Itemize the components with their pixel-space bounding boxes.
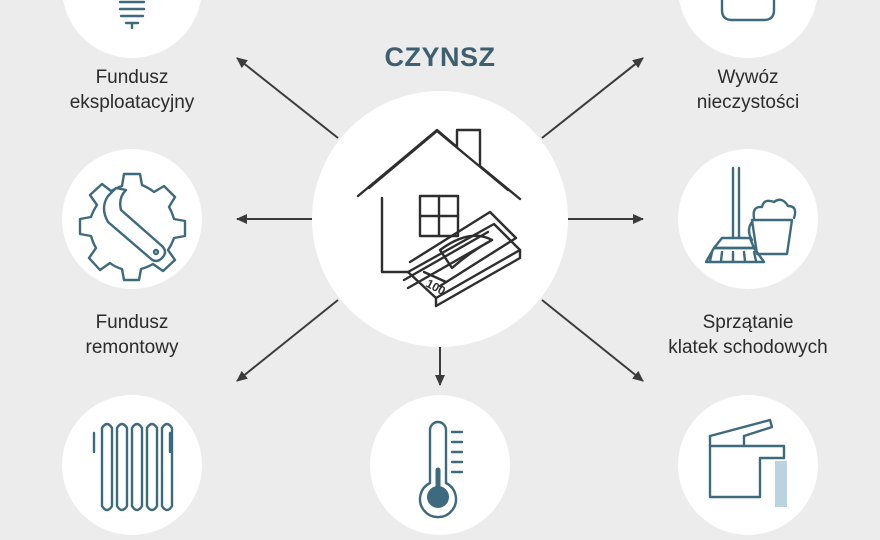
circle-thermometer [370, 395, 510, 535]
circle-broom [678, 149, 818, 289]
lightbulb-icon [118, 0, 146, 30]
label-line: remontowy [85, 337, 179, 358]
circle-trash [679, 0, 817, 58]
arrow-wywoz-nieczystosci [541, 57, 644, 139]
thermometer-icon [418, 420, 464, 519]
water-stream [775, 461, 787, 507]
label-sprzatanie: Sprzątanie klatek schodowych [638, 310, 858, 360]
label-line: klatek schodowych [668, 337, 828, 358]
label-line: nieczystości [696, 92, 800, 113]
arrows [236, 57, 644, 386]
label-fundusz-remontowy: Fundusz remontowy [32, 310, 232, 360]
arrow-ogrzewanie [236, 299, 339, 382]
label-wywoz-nieczystosci: Wywóz nieczystości [648, 65, 848, 115]
broom-bucket-icon [704, 166, 797, 264]
title-czynsz: CZYNSZ [384, 42, 496, 72]
arrow-woda [541, 299, 644, 382]
radiator-icon [92, 422, 174, 512]
label-fundusz-eksploatacyjny: Fundusz eksploatacyjny [32, 65, 232, 115]
arrow-fundusz-eksploatacyjny [236, 57, 339, 139]
label-line: Wywóz [717, 67, 779, 88]
circle-faucet [678, 395, 818, 535]
thermometer-bulb [427, 486, 449, 508]
faucet-icon [708, 418, 786, 499]
label-line: Fundusz [95, 312, 169, 333]
label-line: eksploatacyjny [69, 92, 195, 113]
house-with-money-icon [356, 128, 522, 308]
gear-wrench-icon [78, 172, 187, 282]
trash-bin-icon [720, 0, 776, 22]
label-line: Sprzątanie [702, 312, 794, 333]
label-line: Fundusz [95, 67, 169, 88]
